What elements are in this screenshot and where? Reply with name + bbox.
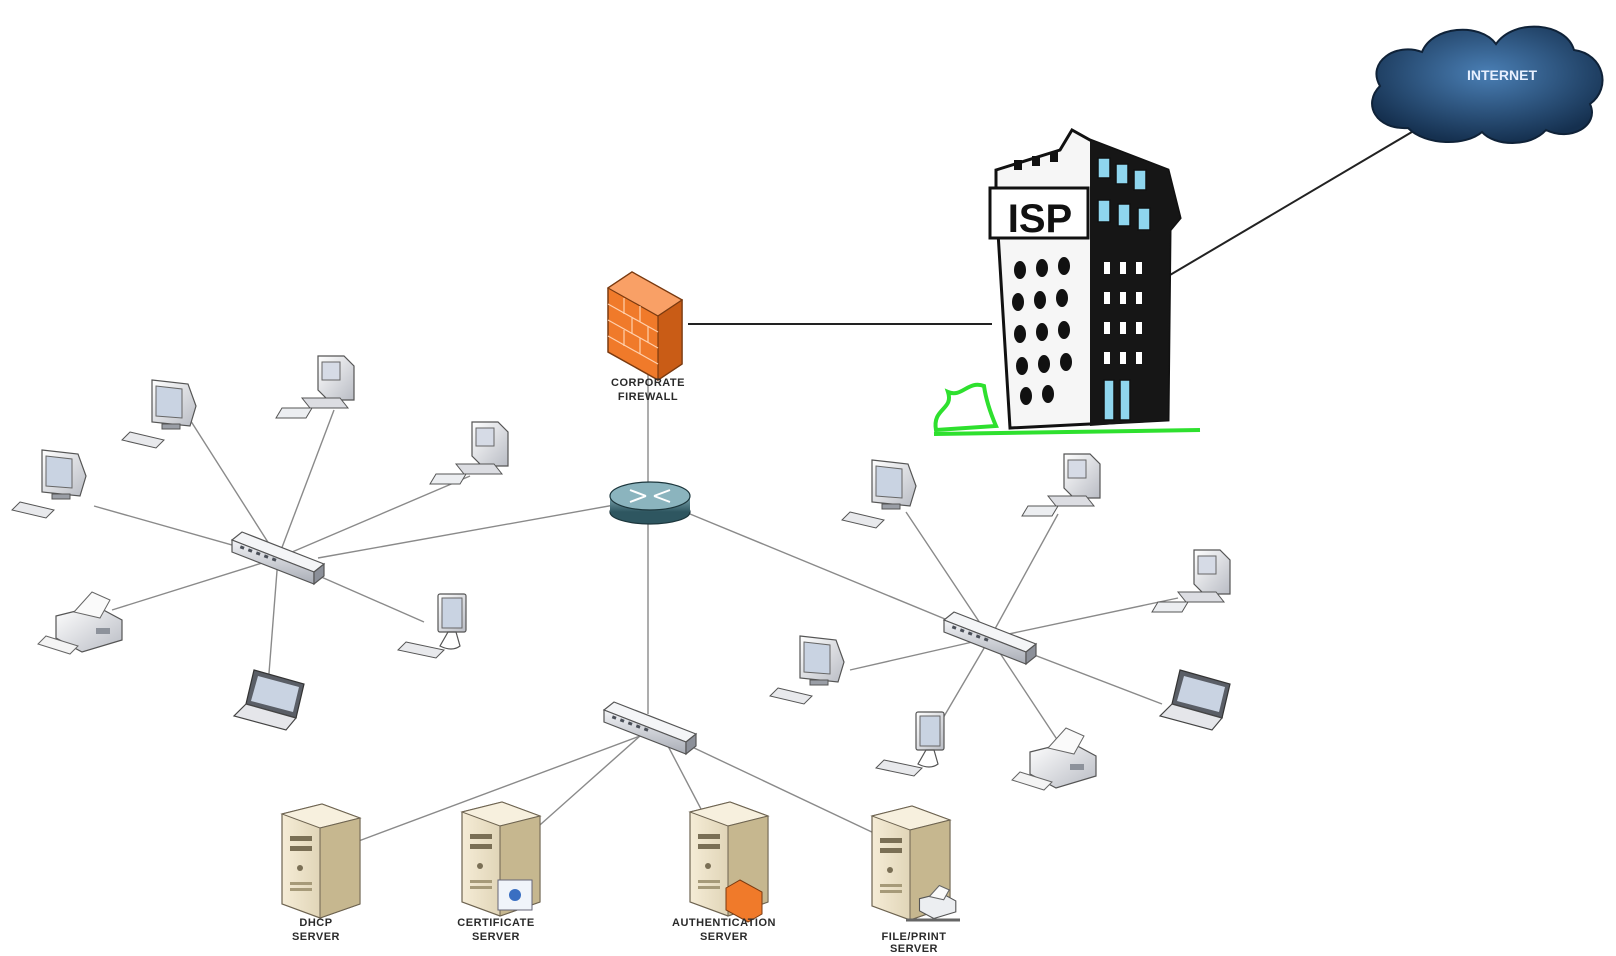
dhcp-server-label-line1: DHCP: [299, 917, 332, 929]
left-lcd-pc: [397, 593, 467, 659]
certificate-server: CERTIFICATE SERVER: [457, 801, 541, 943]
right-crt-pc: [841, 459, 917, 529]
left-printer: [37, 591, 123, 655]
isp-label: ISP: [1008, 197, 1072, 241]
right-crt-pc: [769, 635, 845, 705]
link-right-switch-pc: [989, 513, 1059, 639]
link-left-switch-printer: [111, 557, 279, 611]
certificate-server-label-line2: SERVER: [472, 931, 520, 943]
link-switch-fileprint: [689, 745, 877, 835]
server-switch: [603, 701, 697, 755]
corporate-firewall: CORPORATE FIREWALL: [606, 271, 685, 403]
internet-label: INTERNET: [1467, 67, 1537, 83]
building-side: [1090, 140, 1180, 426]
fileprint-server-label-line1: FILE/PRINT: [882, 931, 947, 943]
printer-mini-icon: [918, 884, 957, 920]
dhcp-server-icon: [281, 803, 361, 919]
link-right-switch-printer: [989, 637, 1065, 751]
right-laptop: [1159, 669, 1231, 731]
link-router-left-switch: [317, 503, 621, 559]
router-icon: [609, 481, 691, 511]
dhcp-server-label-line2: SERVER: [292, 931, 340, 943]
left-crt-pc: [121, 379, 197, 449]
ground-grass: [933, 382, 999, 433]
fileprint-server: FILE/PRINT SERVER: [871, 805, 960, 955]
link-internet-isp: [1147, 125, 1423, 289]
right-tower-pc: [1021, 453, 1101, 517]
isp-sign: [988, 186, 1090, 240]
link-switch-dhcp: [355, 735, 641, 843]
router: [609, 481, 691, 525]
dhcp-server: DHCP SERVER: [281, 803, 361, 943]
internet-cloud: INTERNET: [1371, 25, 1604, 144]
connection-lines: [93, 125, 1423, 843]
firewall-mini-icon: [725, 879, 763, 923]
left-laptop: [233, 669, 305, 731]
link-router-right-switch: [689, 513, 963, 627]
ground-line: [933, 428, 1201, 436]
link-right-switch-pc: [849, 637, 991, 671]
firewall-label-line1: CORPORATE: [611, 377, 685, 389]
right-switch: [943, 611, 1037, 665]
link-right-switch-pc: [989, 597, 1179, 639]
link-left-switch-pc: [277, 475, 471, 559]
link-switch-certificate: [531, 735, 641, 833]
link-left-switch-pc: [179, 403, 279, 559]
link-left-switch-laptop: [267, 557, 279, 687]
left-switch: [231, 531, 325, 585]
right-tower-pc: [1151, 549, 1231, 613]
authentication-server-label-line2: SERVER: [700, 931, 748, 943]
building-windows-dark: [1012, 152, 1072, 405]
link-right-switch-pc: [935, 637, 991, 731]
isp-building: ISP: [933, 127, 1201, 436]
left-crt-pc: [11, 449, 87, 519]
left-tower-pc: [275, 355, 355, 419]
firewall-label-line2: FIREWALL: [618, 391, 678, 403]
authentication-server: AUTHENTICATION SERVER: [672, 801, 776, 943]
left-tower-pc: [429, 421, 509, 485]
authentication-server-label-line1: AUTHENTICATION: [672, 917, 776, 929]
link-right-switch-pc: [905, 511, 991, 639]
building-side-windows: [1104, 262, 1142, 364]
cloud-shape: [1371, 25, 1604, 144]
right-printer: [1011, 727, 1097, 791]
fileprint-server-label-line2: SERVER: [890, 943, 938, 955]
building-windows-blue: [1097, 157, 1151, 421]
link-left-switch-pc: [277, 409, 335, 559]
right-lcd-pc: [875, 711, 945, 777]
certificate-server-label-line1: CERTIFICATE: [457, 917, 534, 929]
